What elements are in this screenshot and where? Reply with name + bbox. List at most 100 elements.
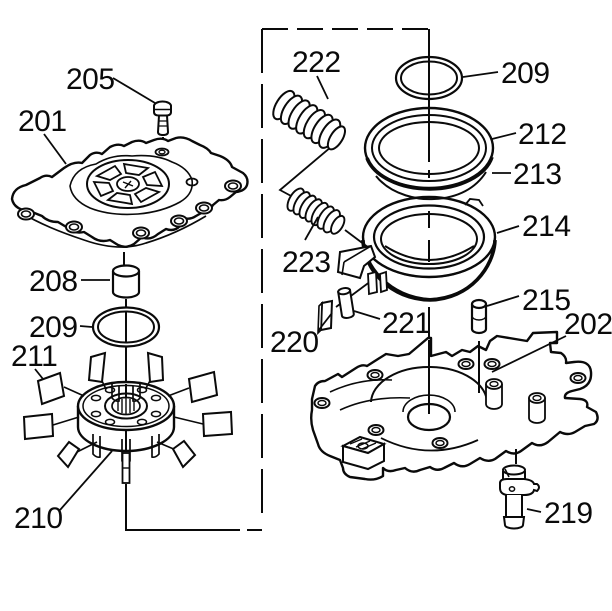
- leader-205: [112, 77, 156, 104]
- pocket-slot: [141, 170, 164, 188]
- leader-202: [491, 335, 567, 373]
- pin-body: [470, 304, 488, 335]
- pin-top: [337, 287, 352, 296]
- callout-222: 222: [292, 46, 341, 79]
- bottom-vane: [121, 452, 131, 484]
- bolt-threads: [159, 120, 167, 127]
- bolt-head: [153, 100, 172, 117]
- ring-213-edge: [375, 171, 487, 201]
- pocket-slot: [133, 187, 162, 204]
- leader-210: [59, 450, 113, 511]
- bolt-hole: [313, 397, 331, 409]
- vane: [22, 412, 55, 441]
- callout-220: 220: [270, 326, 319, 359]
- part-210-vane-rotor: [22, 351, 234, 484]
- pin-body: [337, 289, 355, 319]
- body-standoff: [528, 392, 546, 424]
- plunger-cup-top: [502, 464, 526, 476]
- cover-plate-outline: [10, 136, 249, 248]
- part-209-o-ring-left: [91, 306, 161, 348]
- callout-201: 201: [18, 105, 67, 138]
- part-201-pump-cover-plate: [10, 136, 249, 248]
- leader-201: [43, 133, 67, 165]
- part-221-pin: [337, 287, 355, 319]
- part-215-pin: [470, 298, 488, 335]
- vane: [146, 351, 165, 384]
- bolt-hole: [224, 179, 242, 193]
- bolt-boss: [154, 147, 170, 157]
- housing-rim-outer: [361, 195, 497, 279]
- housing-valve-block-edges: [341, 245, 372, 276]
- o-ring-outer: [394, 55, 464, 101]
- ring-212-inner: [378, 121, 480, 175]
- callout-211: 211: [11, 340, 57, 373]
- part-214-housing: [336, 195, 497, 302]
- bolt-hole: [170, 214, 188, 228]
- part-205-cover-bolt: [153, 100, 172, 137]
- collar-hole: [508, 486, 516, 492]
- callout-214: 214: [522, 210, 571, 243]
- leader-223: [304, 216, 319, 241]
- pin-top: [470, 298, 488, 310]
- pocket-slot: [94, 164, 123, 181]
- plunger-bottom: [504, 524, 524, 530]
- callout-209-upper: 209: [501, 57, 550, 90]
- bushing-top: [111, 264, 141, 278]
- leader-215: [486, 295, 520, 307]
- housing-bore-bottom: [384, 245, 475, 261]
- pump-body-bolt-holes: [313, 358, 587, 449]
- o-ring-outer: [91, 306, 161, 348]
- part-202-pump-body: [310, 330, 599, 481]
- cover-plate-plateau-contour: [69, 154, 194, 216]
- leader-212: [491, 132, 517, 140]
- bolt-hole: [367, 424, 385, 436]
- callout-215: 215: [522, 284, 571, 317]
- cover-plate-thickness-line: [19, 211, 207, 248]
- bolt-hole: [569, 372, 587, 384]
- callout-labels: 205 201 222 209 212 213 214 208 209 223 …: [11, 46, 612, 535]
- vane: [187, 370, 219, 404]
- o-ring-inner: [97, 310, 155, 344]
- leader-lines: [34, 71, 567, 513]
- callout-212: 212: [518, 118, 567, 151]
- part-219-plunger: [499, 464, 540, 530]
- body-standoff: [485, 378, 503, 410]
- vane: [171, 439, 197, 469]
- axis-bottom: [125, 484, 262, 531]
- bolt-hole: [132, 226, 150, 240]
- leader-222: [316, 75, 329, 100]
- bolt-hole: [65, 220, 83, 234]
- housing-valve-block: [336, 244, 377, 280]
- leader-209-upper: [462, 71, 499, 78]
- part-212-213-rings: [363, 106, 495, 201]
- rotor-slot-ovals: [90, 386, 162, 426]
- callout-205: 205: [66, 63, 115, 96]
- spring-coils: [286, 187, 346, 235]
- pin-seam: [471, 315, 487, 321]
- pocket-slot: [105, 192, 134, 206]
- vane: [56, 440, 81, 469]
- housing-tab: [379, 270, 388, 294]
- bushing-body: [111, 271, 141, 299]
- callout-223: 223: [282, 246, 331, 279]
- bolt-hole: [366, 369, 384, 381]
- part-223-spring: [286, 187, 346, 235]
- bolt-shank: [156, 114, 170, 137]
- callout-219: 219: [544, 497, 593, 530]
- plunger-body: [505, 495, 523, 518]
- leader-211: [34, 368, 44, 380]
- bolt-hole: [195, 201, 213, 215]
- plunger-collar: [499, 478, 540, 496]
- callout-221: 221: [382, 307, 431, 340]
- vane: [36, 371, 66, 406]
- housing-rim-step: [464, 198, 484, 207]
- leader-219: [526, 508, 542, 513]
- callout-213: 213: [513, 158, 562, 191]
- rotor-top-slots: [111, 384, 141, 403]
- ring-heavy-bottom: [365, 156, 494, 191]
- housing-rim-mid: [372, 204, 486, 270]
- bolt-hole: [17, 207, 35, 221]
- body-foot-boss: [340, 435, 387, 471]
